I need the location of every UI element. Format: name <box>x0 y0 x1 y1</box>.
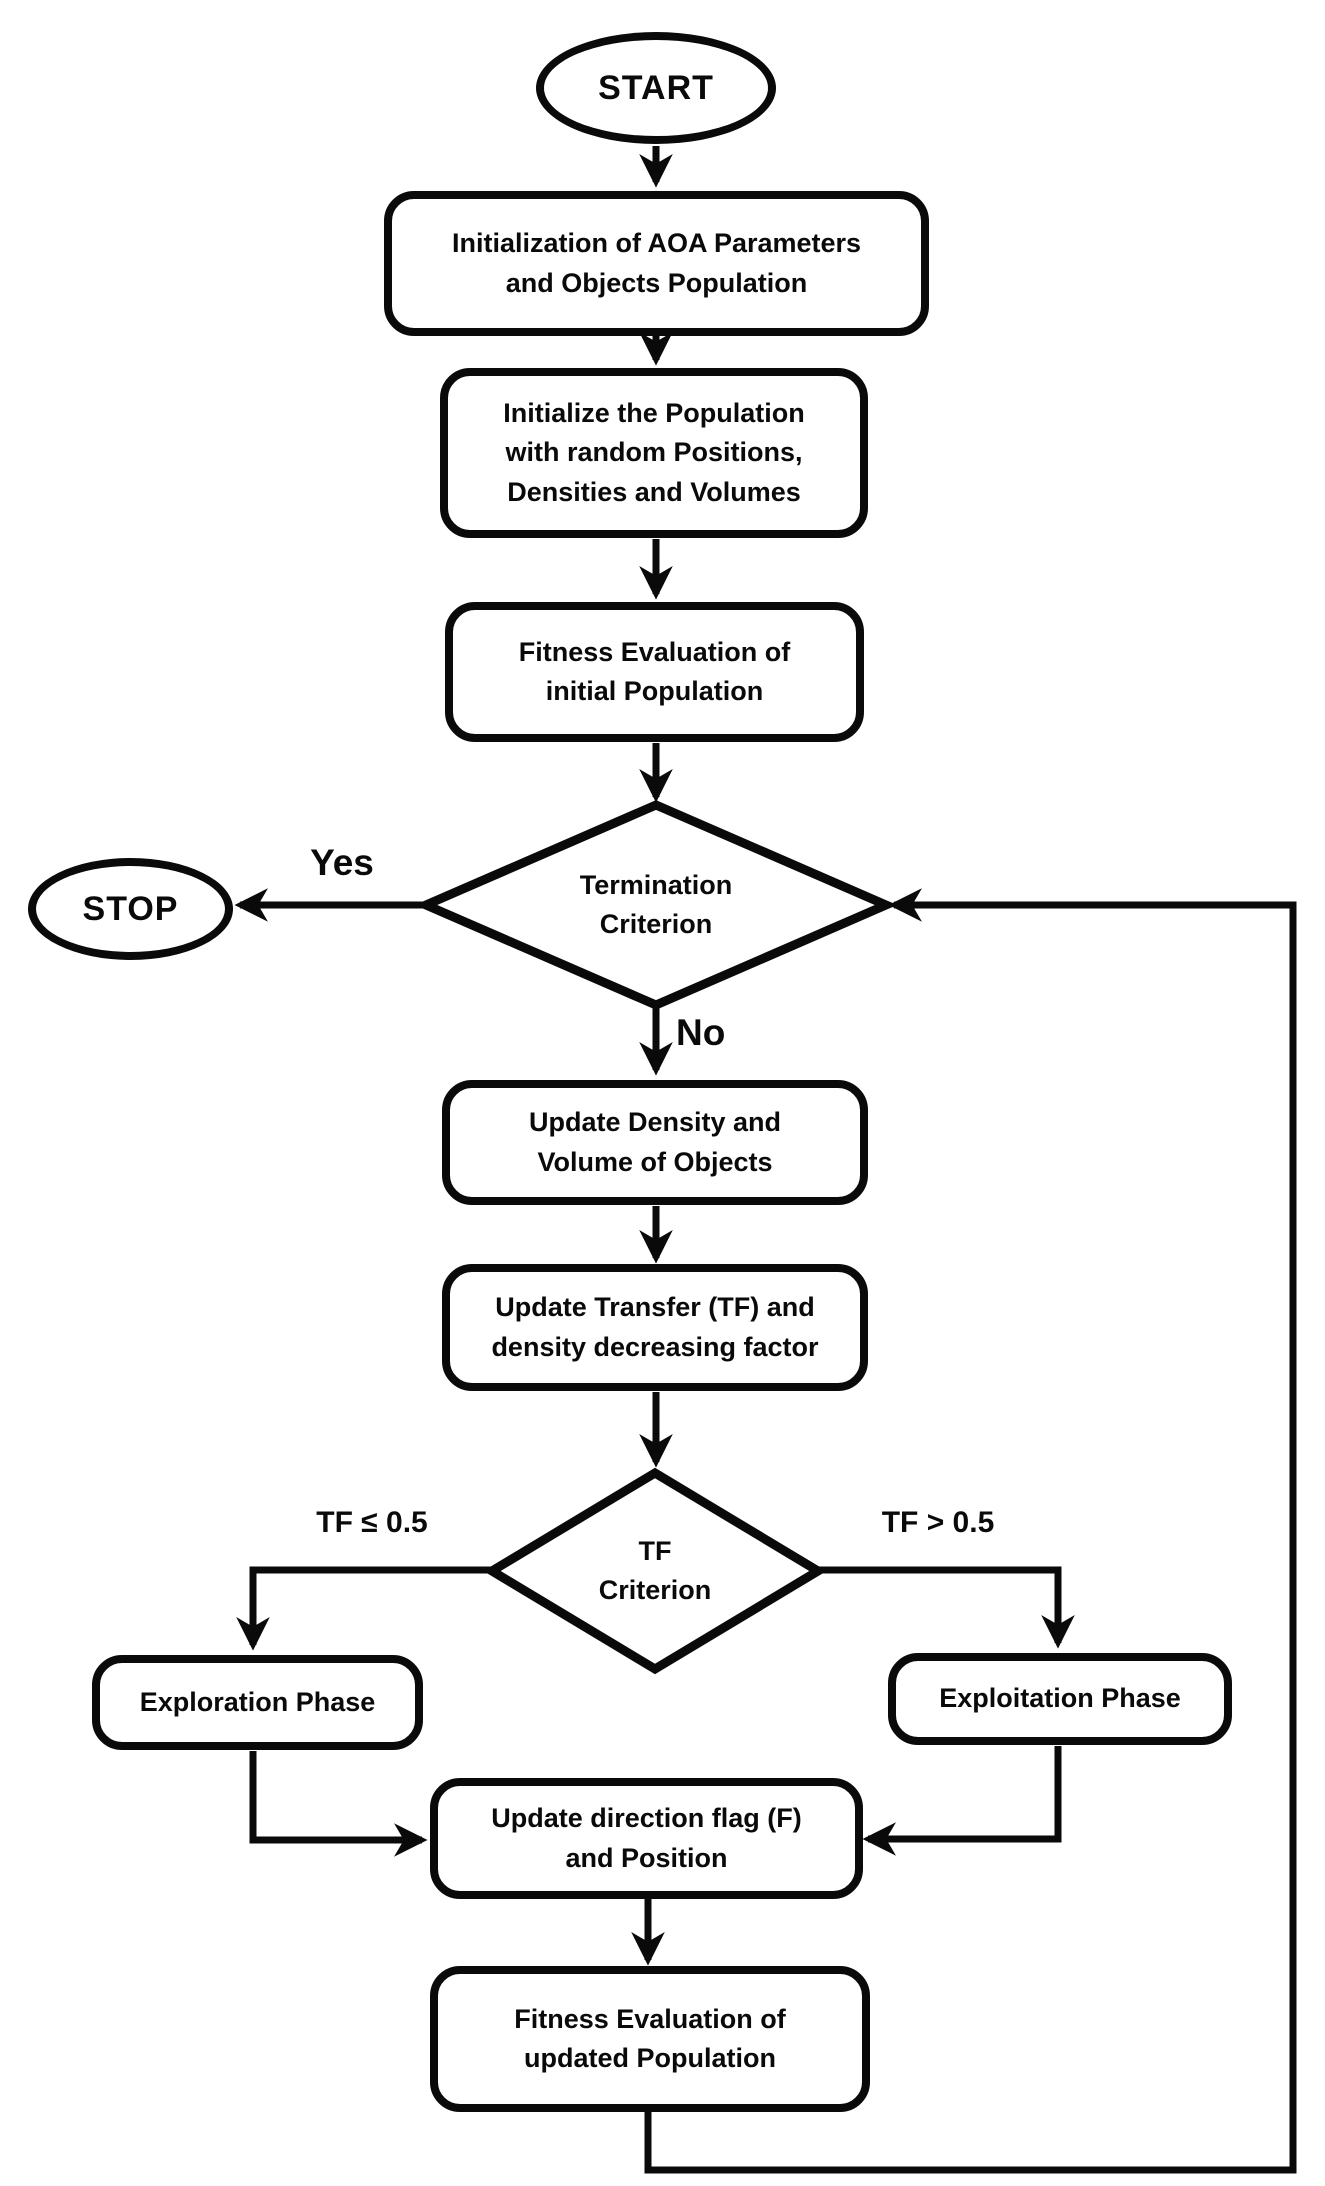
process-text-line: Update Density and <box>528 1107 782 1138</box>
process-text-line: Densities and Volumes <box>507 476 801 507</box>
decision-text-line: Criterion <box>598 1575 712 1605</box>
process-exploration-phase: Exploration Phase <box>92 1655 423 1750</box>
decision-termination-criterion-label: Termination Criterion <box>506 840 806 970</box>
process-update-density-volume: Update Density and Volume of Objects <box>442 1080 868 1205</box>
decision-text-line: Termination <box>579 869 733 900</box>
edge-exploitation-to-direction <box>862 1746 1062 1856</box>
edge-tf-to-exploration <box>236 1566 492 1651</box>
process-text-line: density decreasing factor <box>491 1331 819 1362</box>
process-fitness-evaluation-initial: Fitness Evaluation of initial Population <box>445 602 864 742</box>
process-text-line: initial Population <box>545 676 764 706</box>
decision-text-line: TF <box>638 1535 672 1566</box>
decision-tf-criterion-label: TF Criterion <box>535 1508 775 1634</box>
process-text-line: Initialize the Population <box>503 398 805 429</box>
process-initialization-aoa-parameters: Initialization of AOA Parameters and Obj… <box>384 191 929 336</box>
process-fitness-evaluation-updated: Fitness Evaluation of updated Population <box>430 1966 870 2112</box>
process-text-line: Initialization of AOA Parameters <box>451 228 862 259</box>
process-text-line: Update Transfer (TF) and <box>495 1292 815 1323</box>
edge-label-yes: Yes <box>310 842 374 883</box>
edge-exploration-to-direction <box>249 1751 428 1857</box>
edge-label-tf-greater: TF > 0.5 <box>881 1506 995 1539</box>
process-text-line: updated Population <box>524 2043 776 2073</box>
process-update-direction-flag: Update direction flag (F) and Position <box>430 1778 863 1899</box>
process-text-line: Update direction flag (F) <box>491 1803 802 1834</box>
process-text-line: Fitness Evaluation of <box>514 2003 786 2034</box>
process-text-line: Fitness Evaluation of <box>518 636 791 667</box>
edge-tf-to-exploitation <box>819 1566 1075 1649</box>
process-text-line: with random Positions, <box>505 437 803 468</box>
process-text-line: and Objects Population <box>505 267 808 298</box>
decision-text-line: Criterion <box>599 909 713 939</box>
edge-label-no: No <box>676 1012 726 1053</box>
edge-loop-back-to-termination <box>644 888 1297 2174</box>
edge-label-tf-less-equal: TF ≤ 0.5 <box>316 1506 428 1539</box>
process-exploitation-phase: Exploitation Phase <box>888 1653 1232 1745</box>
process-text-line: and Position <box>565 1842 728 1873</box>
stop-terminal: STOP <box>28 858 233 960</box>
decision-termination-criterion-shape <box>414 800 898 1010</box>
process-update-transfer-factor: Update Transfer (TF) and density decreas… <box>442 1264 868 1391</box>
process-text-line: Volume of Objects <box>537 1146 773 1177</box>
decision-tf-criterion-shape <box>483 1467 827 1675</box>
start-terminal: START <box>536 32 776 144</box>
process-initialize-population: Initialize the Population with random Po… <box>440 368 868 538</box>
